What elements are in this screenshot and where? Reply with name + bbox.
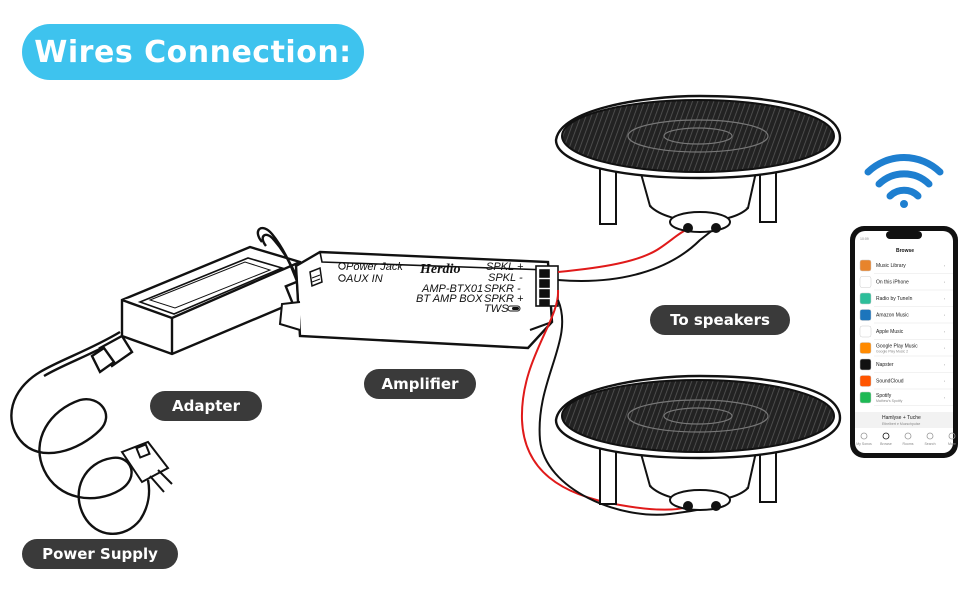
amplifier-box: Power Jack AUX IN Herdio AMP-BTX01 BT AM… (278, 250, 559, 350)
chevron-right-icon: › (944, 347, 946, 351)
power-supply-label: Power Supply (22, 539, 178, 569)
phone-tab[interactable]: My Sonos (856, 432, 872, 446)
amp-terminal-3: SPKR - (484, 283, 521, 295)
amp-subtitle: BT AMP BOX (416, 293, 483, 305)
phone-tab[interactable]: Browse (880, 432, 892, 446)
tab-icon (948, 432, 956, 440)
amp-terminal-4: SPKR + (484, 293, 524, 305)
napster-icon (859, 358, 872, 371)
smartphone: 10:09 Browse Music Library›On this iPhon… (850, 226, 958, 458)
phone-time: 10:09 (860, 237, 869, 241)
tab-label: Rooms (902, 442, 913, 446)
tab-label: More (948, 442, 956, 446)
phone-source-item[interactable]: On this iPhone › (859, 276, 953, 291)
spotify-icon (859, 391, 872, 404)
amplifier-label: Amplifier (364, 369, 476, 399)
phone-tab-bar: My Sonos Browse Rooms Search More (856, 432, 956, 446)
phone-source-sublabel: Mathew's Spotify (876, 399, 903, 403)
tab-icon (882, 432, 890, 440)
phone-tab[interactable]: Search (924, 432, 936, 446)
phone-source-label: Google Play Music (876, 344, 918, 350)
chevron-right-icon: › (944, 380, 946, 384)
phone-header: Browse (896, 248, 914, 254)
phone-now-playing-sub: Ethelbert e Muzschpulse (882, 422, 920, 426)
phone-source-label: Music Library (876, 263, 906, 269)
phone-icon (859, 276, 872, 288)
tab-icon (860, 432, 868, 440)
amp-model: AMP-BTX01 (421, 283, 483, 295)
phone-now-playing: Hamlyse + Tuche (882, 415, 921, 421)
phone-tab[interactable]: Rooms (902, 432, 914, 446)
phone-source-label: SoundCloud (876, 379, 904, 385)
phone-source-label: Apple Music (876, 329, 904, 335)
power-cord (10, 330, 151, 536)
tab-label: Browse (880, 442, 892, 446)
chevron-right-icon: › (944, 297, 946, 301)
tab-label: My Sonos (856, 442, 872, 446)
chevron-right-icon: › (944, 314, 946, 318)
phone-source-list: Music Library›On this iPhone›Radio by Tu… (859, 259, 953, 406)
page-title: Wires Connection: (22, 24, 364, 80)
soundcloud-icon (859, 375, 872, 387)
phone-source-item[interactable]: Apple Music › (859, 325, 953, 340)
adapter-brick (90, 245, 302, 374)
amp-terminal-5: TWS (484, 303, 509, 315)
terminal-block (535, 265, 559, 307)
google-play-icon (859, 342, 872, 354)
chevron-right-icon: › (944, 330, 946, 334)
tunein-icon (859, 292, 872, 305)
tab-icon (904, 432, 912, 440)
chevron-right-icon: › (944, 264, 946, 268)
tab-icon (926, 432, 934, 440)
amazon-icon (859, 309, 872, 321)
phone-source-sublabel: Google Play Music 2 (876, 350, 908, 354)
phone-source-item[interactable]: Music Library › (859, 259, 953, 274)
chevron-right-icon: › (944, 363, 946, 367)
phone-source-label: Spotify (876, 393, 892, 399)
chevron-right-icon: › (944, 281, 946, 285)
amp-brand: Herdio (419, 262, 460, 277)
amp-power-jack-label: Power Jack (346, 261, 403, 273)
chevron-right-icon: › (944, 396, 946, 400)
amp-terminal-2: SPKL - (488, 272, 523, 284)
wifi-icon (864, 154, 944, 208)
phone-source-item[interactable]: Amazon Music › (859, 309, 953, 324)
plug-icon (120, 440, 173, 493)
adapter-label: Adapter (150, 391, 262, 421)
phone-source-label: Amazon Music (876, 313, 909, 319)
tab-label: Search (924, 442, 935, 446)
phone-source-item[interactable]: SoundCloud › (859, 375, 953, 390)
phone-source-label: Napster (876, 362, 894, 368)
speaker-top (554, 94, 842, 233)
phone-source-label: On this iPhone (876, 280, 909, 286)
phone-source-label: Radio by TuneIn (876, 296, 913, 302)
amp-terminal-1: SPKL + (486, 261, 524, 273)
phone-tab[interactable]: More (948, 432, 956, 446)
to-speakers-label: To speakers (650, 305, 790, 335)
speaker-bottom (554, 374, 842, 511)
phone-source-item[interactable]: Napster › (859, 358, 953, 373)
library-icon (859, 259, 872, 272)
apple-music-icon (859, 325, 872, 338)
amp-aux-in-label: AUX IN (345, 273, 383, 285)
phone-source-item[interactable]: Radio by TuneIn › (859, 292, 953, 307)
